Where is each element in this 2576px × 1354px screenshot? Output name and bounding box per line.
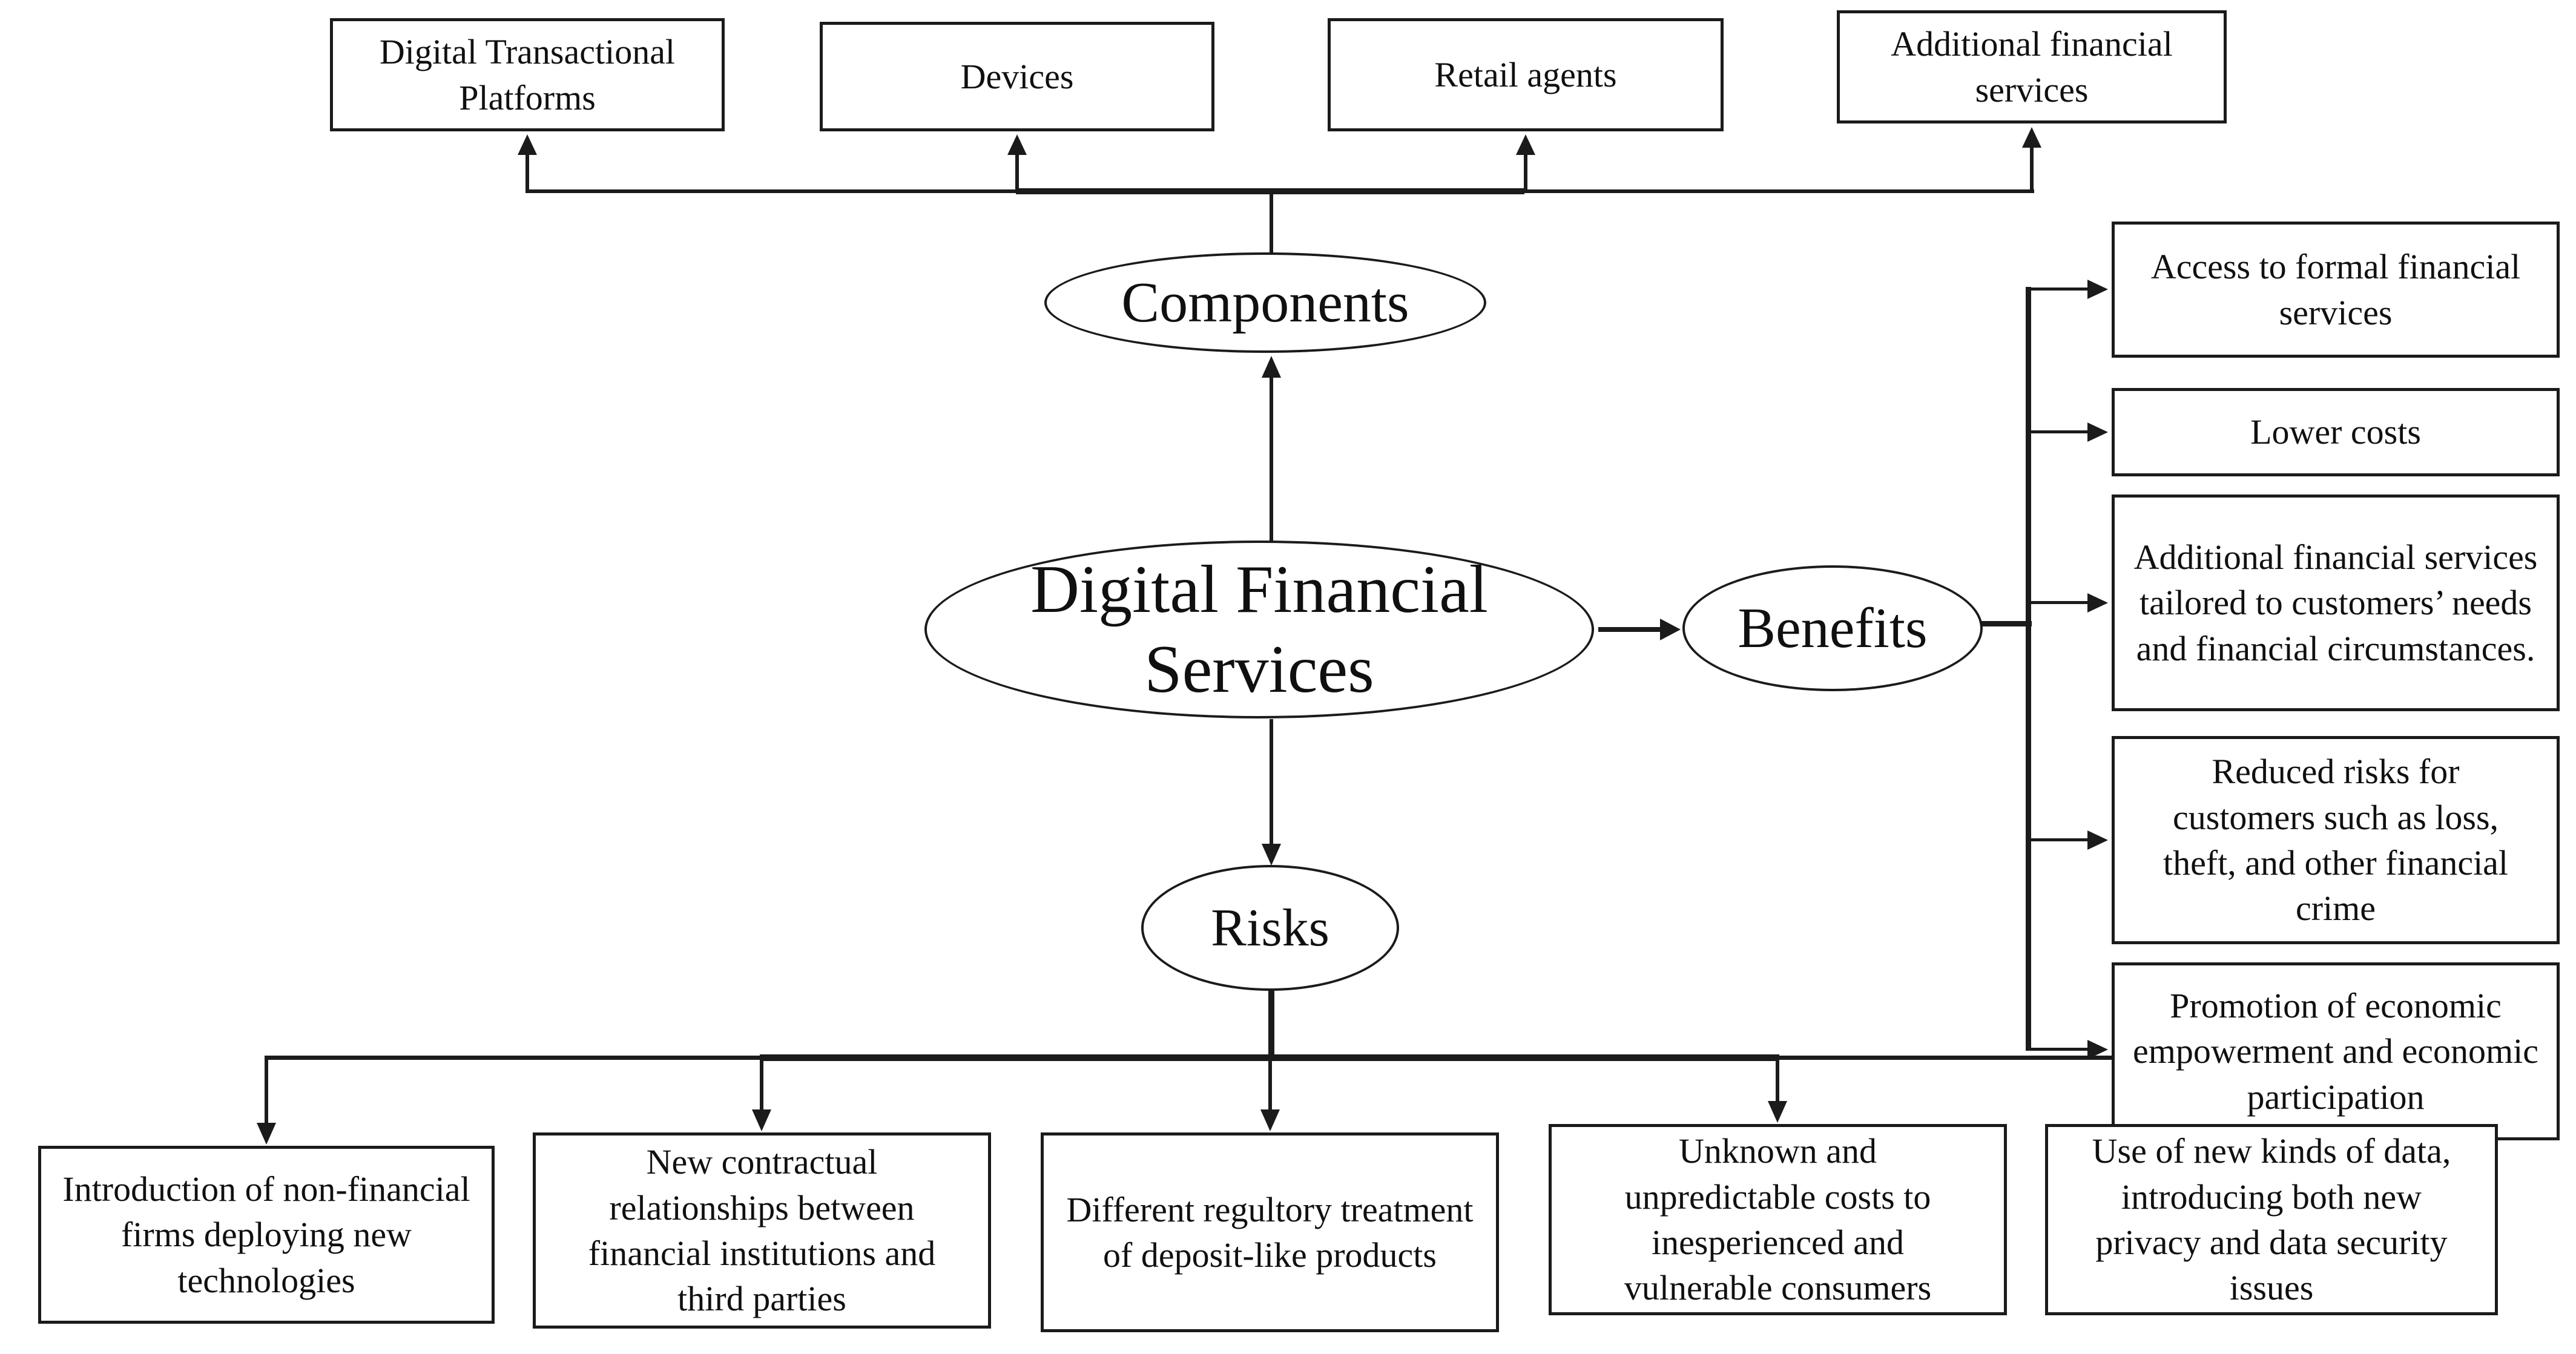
benefit-box-label: Lower costs [2250,412,2421,452]
digital-financial-services-label: Digital Financial Services [1030,551,1488,707]
risk-box-non-financial-firms: Introduction of non-financial firms depl… [38,1146,495,1324]
component-box-label: Retail agents [1434,54,1617,94]
benefit-box-additional-financial-services-tailored: Additional financial services tailored t… [2112,495,2560,711]
risk-box-new-kinds-of-data: Use of new kinds of data, introducing bo… [2045,1124,2498,1315]
components-ellipse-label: Components [1121,271,1409,334]
component-box-retail-agents: Retail agents [1328,18,1724,131]
component-box-digital-transactional-platforms: Digital Transactional Platforms [330,18,725,131]
benefits-ellipse-label: Benefits [1738,597,1928,660]
benefits-ellipse: Benefits [1682,565,1983,691]
component-box-label: Devices [960,56,1074,96]
risk-box-label: Unknown and unpredictable costs to inesp… [1624,1131,1932,1308]
benefit-box-access-to-formal-financial-services: Access to formal financial services [2112,222,2560,358]
component-box-devices: Devices [820,22,1214,131]
component-box-label: Digital Transactional Platforms [379,32,676,117]
component-box-label: Additional financial services [1891,24,2173,110]
benefit-box-label: Reduced risks for customers such as loss… [2163,752,2509,928]
risk-box-label: Different regultory treatment of deposit… [1066,1189,1474,1275]
risks-ellipse: Risks [1141,865,1399,991]
risk-box-label: New contractual relationships between fi… [588,1142,936,1319]
benefit-box-label: Access to formal financial services [2150,247,2521,332]
risk-box-label: Use of new kinds of data, introducing bo… [2092,1131,2451,1308]
benefit-box-label: Promotion of economic empowerment and ec… [2133,985,2538,1117]
benefit-box-lower-costs: Lower costs [2112,388,2560,476]
risk-box-new-contractual-relationships: New contractual relationships between fi… [533,1132,991,1329]
components-ellipse: Components [1044,252,1486,353]
component-box-additional-financial-services: Additional financial services [1837,10,2227,123]
risk-box-different-regulatory-treatment: Different regultory treatment of deposit… [1041,1132,1499,1332]
digital-financial-services-ellipse: Digital Financial Services [924,541,1594,718]
benefit-box-reduced-risks-for-customers: Reduced risks for customers such as loss… [2112,736,2560,944]
benefit-box-promotion-of-economic-empowerment: Promotion of economic empowerment and ec… [2112,962,2560,1140]
benefit-box-label: Additional financial services tailored t… [2133,537,2538,668]
risk-box-unknown-unpredictable-costs: Unknown and unpredictable costs to inesp… [1549,1124,2007,1315]
risks-ellipse-label: Risks [1211,898,1329,958]
risk-box-label: Introduction of non-financial firms depl… [62,1169,470,1300]
